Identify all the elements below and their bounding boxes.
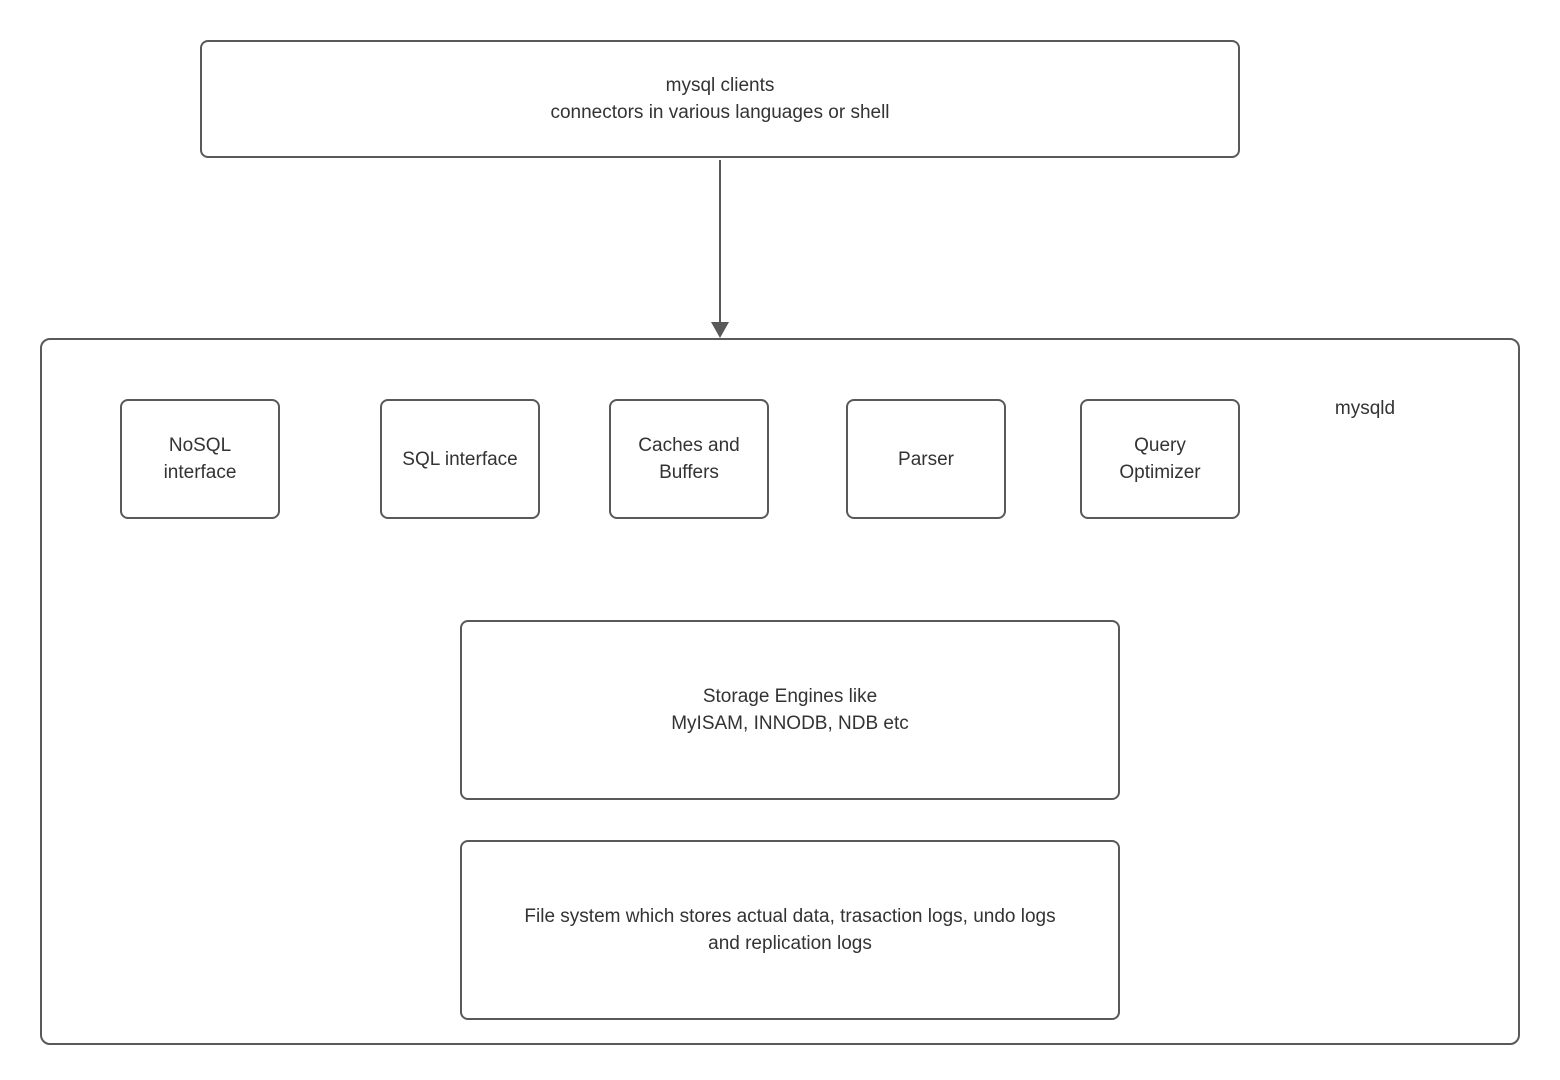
module-box-query-optimizer: Query Optimizer [1080,399,1240,519]
module-box-sql-interface: SQL interface [380,399,540,519]
mysql-clients-box: mysql clients connectors in various lang… [200,40,1240,158]
mysql-clients-box-label: mysql clients connectors in various lang… [550,75,890,123]
mysqld-label: mysqld [1334,398,1396,419]
flow-arrow-line [719,160,721,326]
module-box-parser-label: Parser [898,448,954,470]
storage-engines-box: Storage Engines like MyISAM, INNODB, NDB… [460,620,1120,800]
arrow-down-icon [711,322,729,338]
module-box-query-optimizer-label: Query Optimizer [1119,435,1201,483]
module-box-nosql-interface-label: NoSQL interface [163,435,237,483]
storage-engines-box-label: Storage Engines like MyISAM, INNODB, NDB… [671,686,909,734]
module-box-caches-buffers-label: Caches and Buffers [638,435,740,483]
module-box-nosql-interface: NoSQL interface [120,399,280,519]
module-box-caches-buffers: Caches and Buffers [609,399,769,519]
file-system-box: File system which stores actual data, tr… [460,840,1120,1020]
module-box-parser: Parser [846,399,1006,519]
file-system-box-label: File system which stores actual data, tr… [524,906,1056,954]
module-box-sql-interface-label: SQL interface [402,448,518,470]
